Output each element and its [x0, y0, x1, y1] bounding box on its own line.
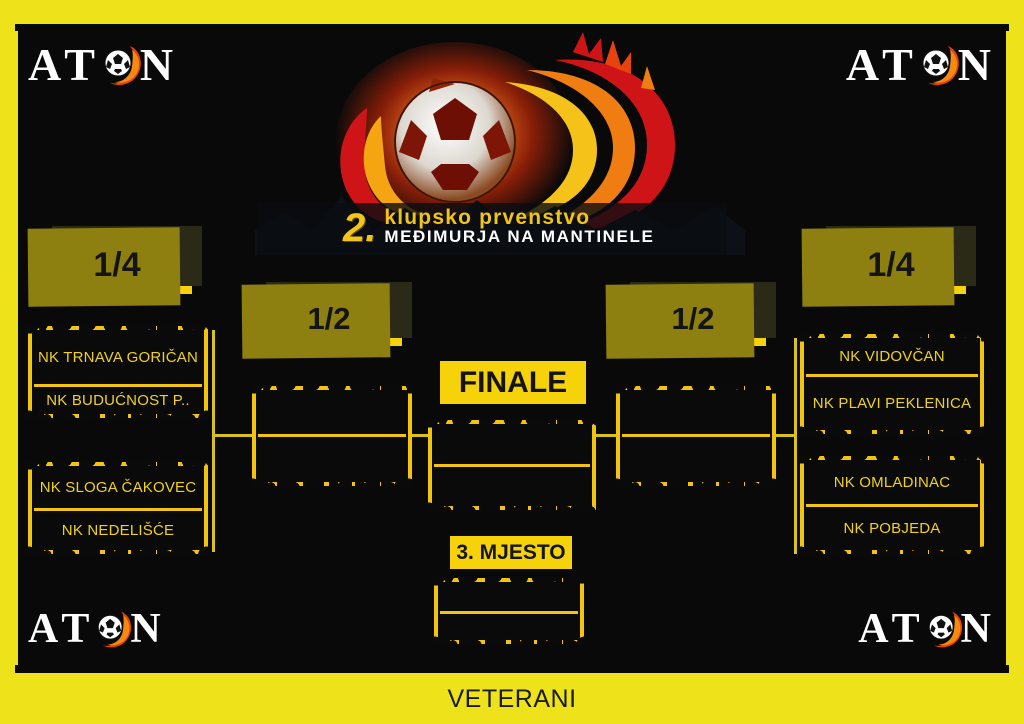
event-title-line1: klupsko prvenstvo [384, 206, 591, 230]
team-slot[interactable] [438, 614, 580, 640]
event-edition-number: 2. [343, 206, 377, 250]
round-label-semi-left: 1/2 [256, 282, 412, 346]
bracket-third-place[interactable] [433, 577, 585, 645]
aton-logo-bottom-left: A T N [28, 608, 164, 650]
bracket-group-right-1[interactable]: NK VIDOVČAN NK PLAVI PEKLENICA [799, 333, 985, 435]
slot-divider [434, 464, 590, 467]
aton-letter-a: A [858, 606, 892, 652]
aton-letter-a: A [28, 39, 65, 90]
team-slot[interactable] [620, 437, 772, 482]
slot-divider [806, 374, 978, 377]
team-slot[interactable]: NK PLAVI PEKLENICA [812, 394, 972, 412]
team-slot[interactable] [432, 467, 592, 506]
team-slot[interactable] [256, 437, 408, 482]
slot-divider [258, 434, 406, 437]
event-logo-text-band [257, 203, 727, 255]
poster-caption: VETERANI [447, 684, 577, 713]
connector-right-stem [770, 434, 797, 437]
connector-right-vertical [794, 338, 797, 554]
aton-letter-t: T [64, 39, 98, 90]
slot-divider [806, 504, 978, 507]
team-slot[interactable]: NK BUDUĆNOST P.. [46, 391, 190, 409]
team-slot[interactable] [438, 584, 580, 611]
bracket-group-left-1[interactable]: NK TRNAVA GORIČAN NK BUDUĆNOST P.. [27, 325, 209, 419]
team-slot[interactable] [620, 392, 772, 436]
bracket-group-right-2[interactable]: NK OMLADINAC NK POBJEDA [799, 455, 985, 555]
team-slot[interactable]: NK OMLADINAC [833, 474, 951, 492]
aton-logo-bottom-right: A T N [858, 608, 994, 650]
event-logo: 2. klupsko prvenstvo MEĐIMURJA NA MANTIN… [255, 30, 745, 255]
connector-left-semi-to-final [408, 434, 434, 437]
round-label-semi-right: 1/2 [620, 282, 776, 346]
round-label-quarter-right: 1/4 [816, 226, 976, 294]
connector-left-vertical [212, 330, 215, 552]
bracket-semifinal-left[interactable] [251, 385, 413, 487]
slot-divider [622, 434, 770, 437]
round-label-final: FINALE [440, 361, 586, 404]
soccer-ball-icon [924, 611, 962, 648]
slot-divider [440, 611, 578, 614]
team-slot[interactable]: NK TRNAVA GORIČAN [37, 349, 199, 367]
bracket-semifinal-right[interactable] [615, 385, 777, 487]
team-slot[interactable]: NK SLOGA ČAKOVEC [39, 479, 197, 497]
round-label-third-place: 3. MJESTO [450, 536, 572, 569]
aton-logo-top-left: A T N [28, 42, 176, 88]
soccer-ball-icon [93, 611, 132, 648]
round-label-quarter-left: 1/4 [42, 226, 202, 294]
aton-letter-n: N [130, 606, 164, 652]
soccer-ball-icon [917, 45, 959, 85]
bracket-final[interactable] [427, 419, 597, 511]
event-title-line2: MEĐIMURJA NA MANTINELE [384, 227, 655, 247]
team-slot[interactable]: NK NEDELIŠĆE [61, 521, 175, 539]
event-logo-title: 2. klupsko prvenstvo MEĐIMURJA NA MANTIN… [265, 203, 725, 253]
aton-letter-t: T [61, 606, 93, 652]
slot-divider [34, 384, 202, 387]
connector-left-stem [212, 434, 258, 437]
slot-divider [34, 508, 202, 511]
aton-letter-t: T [891, 606, 923, 652]
team-slot[interactable] [432, 426, 592, 464]
bracket-group-left-2[interactable]: NK SLOGA ČAKOVEC NK NEDELIŠĆE [27, 461, 209, 555]
aton-letter-a: A [845, 39, 883, 90]
aton-letter-n: N [957, 39, 994, 90]
connector-right-semi-to-final [592, 434, 620, 437]
team-slot[interactable] [256, 392, 408, 436]
team-slot[interactable]: NK VIDOVČAN [839, 348, 945, 366]
aton-letter-n: N [960, 606, 994, 652]
team-slot[interactable]: NK POBJEDA [843, 519, 941, 537]
aton-letter-t: T [882, 39, 916, 90]
aton-letter-a: A [28, 606, 62, 652]
event-title-lines: klupsko prvenstvo MEĐIMURJA NA MANTINELE [384, 207, 654, 247]
aton-letter-n: N [139, 39, 177, 90]
aton-logo-top-right: A T N [846, 42, 994, 88]
soccer-ball-icon [99, 45, 141, 85]
